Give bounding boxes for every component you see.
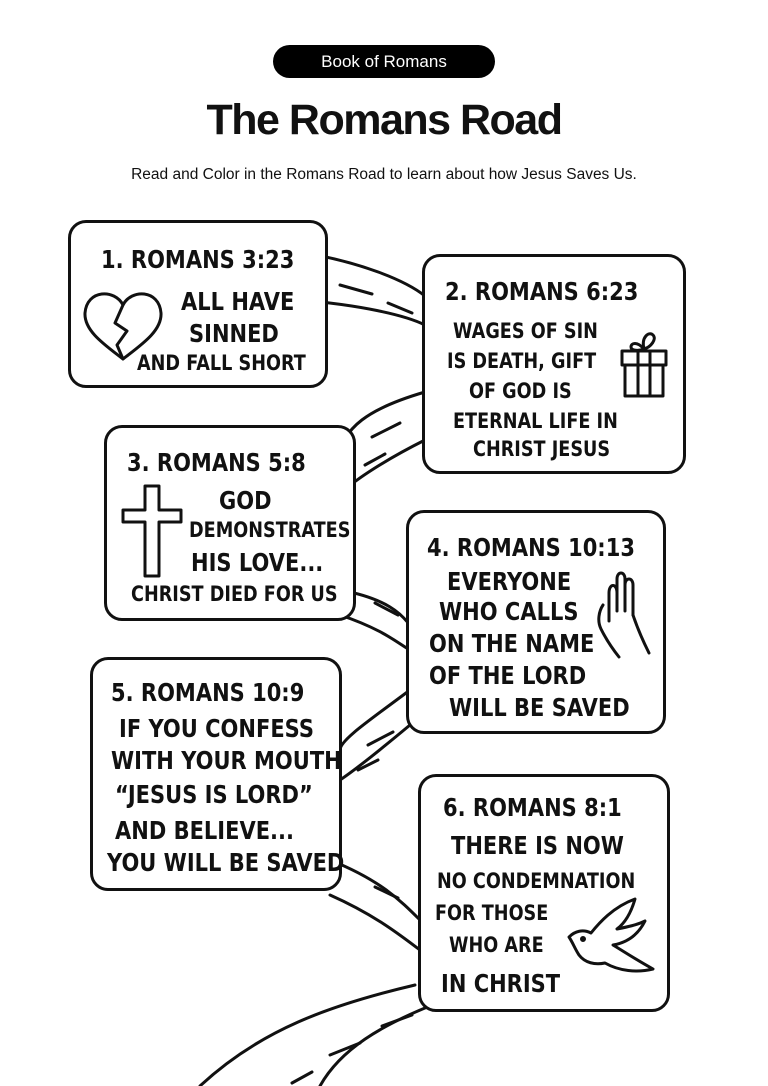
praying-hands-icon	[595, 571, 651, 661]
verse-card-1: 1. ROMANS 3:23 ALL HAVE SINNED AND FALL …	[68, 220, 328, 388]
verse-heading: 3. ROMANS 5:8	[127, 448, 306, 477]
verse-line: “JESUS IS LORD”	[115, 780, 313, 809]
page-title: The Romans Road	[206, 96, 564, 144]
verse-heading: 1. ROMANS 3:23	[101, 245, 295, 274]
verse-heading: 4. ROMANS 10:13	[427, 533, 635, 562]
verse-line: ON THE NAME	[429, 629, 595, 658]
verse-line: SINNED	[189, 319, 279, 348]
broken-heart-icon	[79, 287, 167, 365]
verse-line: WITH YOUR MOUTH	[111, 746, 342, 775]
verse-heading: 2. ROMANS 6:23	[445, 277, 639, 306]
verse-line: CHRIST DIED FOR US	[131, 582, 338, 606]
verse-line: CHRIST JESUS	[473, 437, 611, 461]
verse-line: OF GOD IS	[469, 379, 572, 403]
verse-line: GOD	[219, 486, 272, 515]
verse-card-4: 4. ROMANS 10:13 EVERYONE WHO CALLS ON TH…	[406, 510, 666, 734]
cross-icon	[121, 484, 185, 578]
verse-line: WILL BE SAVED	[449, 693, 630, 722]
verse-line: FOR THOSE	[435, 901, 549, 925]
verse-line: AND FALL SHORT	[137, 351, 306, 375]
gift-icon	[619, 327, 669, 399]
verse-card-3: 3. ROMANS 5:8 GOD DEMONSTRATES HIS LOVE.…	[104, 425, 356, 621]
verse-heading: 6. ROMANS 8:1	[443, 793, 622, 822]
verse-line: DEMONSTRATES	[189, 518, 351, 542]
verse-line: AND BELIEVE...	[115, 816, 294, 845]
verse-card-6: 6. ROMANS 8:1 THERE IS NOW NO CONDEMNATI…	[418, 774, 670, 1012]
verse-line: WAGES OF SIN	[453, 319, 598, 343]
verse-line: IN CHRIST	[441, 969, 561, 998]
verse-card-5: 5. ROMANS 10:9 IF YOU CONFESS WITH YOUR …	[90, 657, 345, 891]
verse-line: THERE IS NOW	[451, 831, 624, 860]
verse-line: HIS LOVE...	[191, 548, 324, 577]
verse-line: ETERNAL LIFE IN	[453, 409, 618, 433]
verse-line: WHO CALLS	[439, 597, 579, 626]
page-subtitle: Read and Color in the Romans Road to lea…	[131, 166, 637, 183]
book-badge: Book of Romans	[273, 45, 495, 78]
verse-line: EVERYONE	[447, 567, 572, 596]
verse-line: IF YOU CONFESS	[119, 714, 314, 743]
verse-line: OF THE LORD	[429, 661, 587, 690]
verse-line: ALL HAVE	[181, 287, 295, 316]
verse-line: YOU WILL BE SAVED	[107, 848, 345, 877]
verse-line: WHO ARE	[449, 933, 544, 957]
verse-card-2: 2. ROMANS 6:23 WAGES OF SIN IS DEATH, GI…	[422, 254, 686, 474]
dove-icon	[565, 893, 661, 983]
verse-line: IS DEATH, GIFT	[447, 349, 597, 373]
verse-line: NO CONDEMNATION	[437, 869, 636, 893]
verse-heading: 5. ROMANS 10:9	[111, 678, 305, 707]
